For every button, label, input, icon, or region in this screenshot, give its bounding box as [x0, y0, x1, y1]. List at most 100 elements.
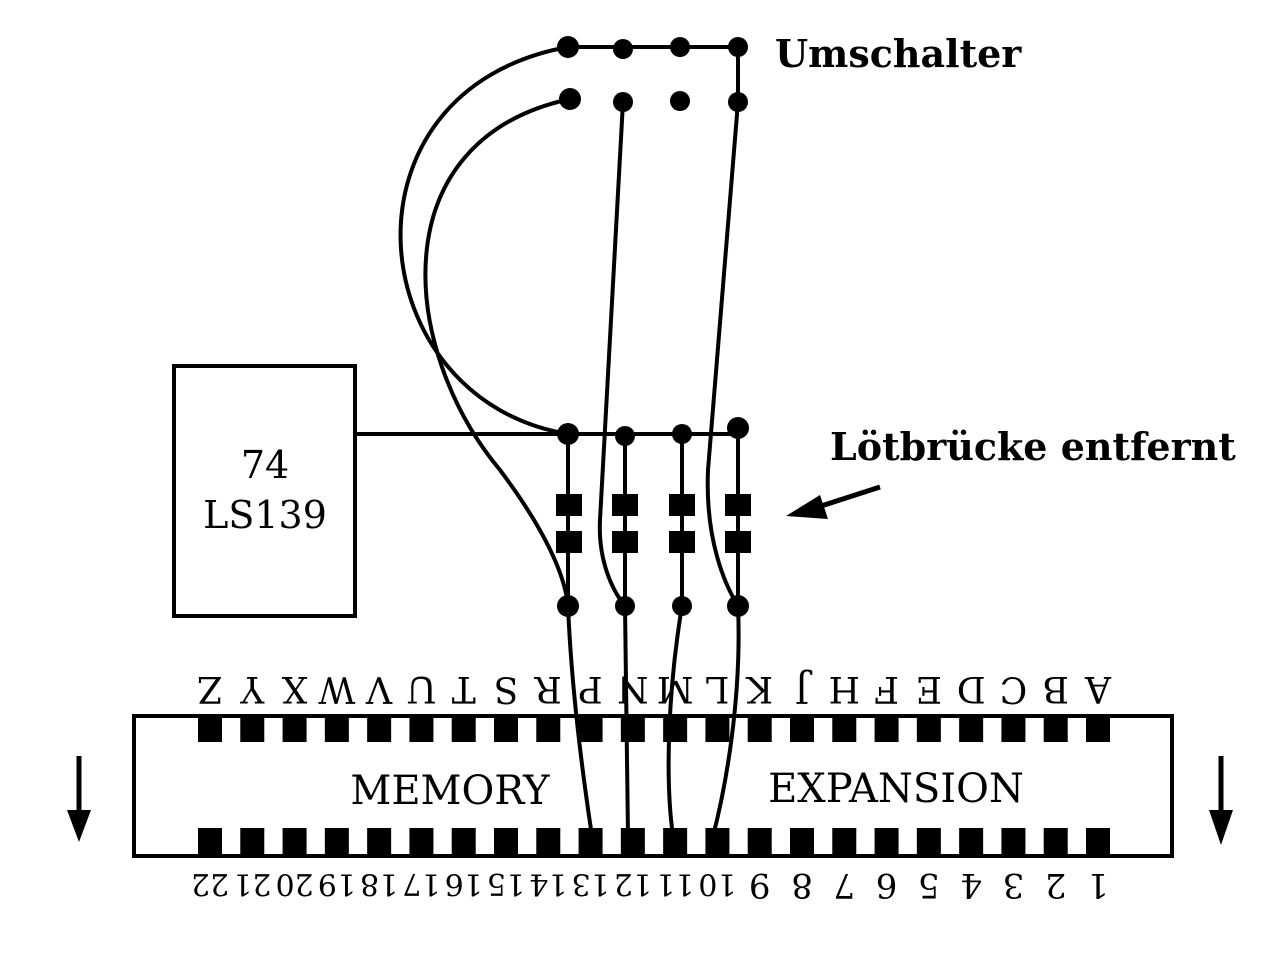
connector-letter: R — [534, 668, 562, 709]
down-arrow-left-icon — [67, 756, 91, 842]
connector-pad — [705, 718, 730, 742]
connector-pin-number: 5 — [918, 865, 940, 905]
connector-letter: T — [452, 668, 476, 709]
connector-letter: H — [829, 668, 860, 709]
connector-letter: K — [745, 668, 773, 709]
connector-pin-number: 18 — [360, 866, 398, 901]
connector-pin-number: 10 — [698, 866, 736, 901]
switch-pin — [728, 37, 748, 57]
connector-pin-number: 19 — [318, 866, 356, 901]
connector-pad — [832, 718, 857, 742]
connector-pin-number: 7 — [833, 865, 855, 905]
connector-pin-number: 4 — [960, 865, 982, 905]
connector-pin-number: 8 — [791, 865, 813, 905]
connector-pad — [240, 718, 265, 742]
connector-pad — [916, 718, 941, 742]
connector-pad — [1043, 718, 1068, 742]
connector-pad — [874, 718, 899, 742]
bus-junction — [672, 424, 692, 444]
switch-pin — [613, 39, 633, 59]
connector-pad — [324, 718, 349, 742]
connector-label-memory: MEMORY — [350, 768, 550, 814]
bridge-pad — [725, 494, 751, 516]
connector-pin-number: 2 — [1045, 865, 1067, 905]
connector-pin-number: 3 — [1003, 865, 1025, 905]
connector-letter: B — [1042, 668, 1068, 709]
bridge-pad — [556, 531, 582, 553]
switch-wire-4 — [705, 101, 740, 608]
junctions — [557, 417, 749, 617]
lower-junction — [557, 595, 579, 617]
connector-pad — [494, 718, 518, 742]
connector-pad — [367, 828, 392, 854]
lower-junction — [727, 595, 749, 617]
connector-letter: E — [916, 668, 942, 709]
connector-pin-number: 16 — [445, 866, 483, 901]
switch-pin — [670, 91, 690, 111]
connector-pad — [620, 828, 645, 854]
connector-letter: M — [657, 668, 694, 709]
bridge-pad — [725, 531, 751, 553]
connector-pad — [663, 828, 688, 854]
connector-pad — [1043, 828, 1068, 854]
connector-letter: A — [1084, 668, 1112, 709]
lower-junction — [615, 596, 635, 616]
connector-pad — [620, 718, 645, 742]
memory-expansion-connector — [132, 714, 1174, 858]
connector-label-expansion: EXPANSION — [768, 766, 1024, 812]
switch-loop-wire-2 — [423, 97, 571, 607]
connector-pad — [198, 828, 222, 854]
connector-pin-number: 6 — [876, 865, 898, 905]
connector-pad — [747, 718, 772, 742]
connector-pin-number: 20 — [275, 866, 313, 901]
bridge-pad — [612, 531, 638, 553]
connector-pad — [536, 718, 561, 742]
connector-letter: S — [494, 668, 519, 709]
connector-pad — [705, 828, 730, 854]
ic-label-line2: LS139 — [203, 493, 327, 537]
connector-pin-number: 21 — [233, 866, 271, 901]
connector-pad — [324, 828, 349, 854]
switch-wire-3 — [597, 101, 627, 608]
connector-pad — [663, 718, 688, 742]
connector-pad — [451, 718, 476, 742]
connector-pin-number: 17 — [402, 866, 440, 901]
bus-junction — [615, 426, 635, 446]
solder-bridge-arrow-icon — [786, 484, 881, 519]
solder-bridge-pads — [556, 494, 751, 553]
connector-pin-number: 12 — [614, 866, 652, 901]
connector-pad — [959, 828, 984, 854]
bus-junction — [557, 423, 579, 445]
connector-pad — [536, 828, 561, 854]
switch-group — [568, 45, 740, 102]
connector-pad — [747, 828, 772, 854]
switch-label: Umschalter — [775, 31, 1022, 76]
bridge-pad — [556, 494, 582, 516]
connector-pad — [874, 828, 899, 854]
connector-pad — [832, 828, 857, 854]
lower-junction — [672, 596, 692, 616]
connector-pad — [494, 828, 518, 854]
connector-pin-number: 9 — [749, 865, 771, 905]
solder-bridge-label: Lötbrücke entfernt — [830, 424, 1236, 469]
connector-pad — [1086, 718, 1110, 742]
edge-wire-4 — [711, 605, 741, 837]
connector-pad — [367, 718, 392, 742]
connector-pin-number: 11 — [656, 866, 694, 901]
connector-pin-number: 22 — [191, 866, 229, 901]
connector-letter: V — [365, 668, 393, 709]
switch-pin — [670, 37, 690, 57]
connector-letter: Y — [239, 668, 265, 709]
connector-pad — [1086, 828, 1110, 854]
connector-pin-number: 1 — [1087, 865, 1109, 905]
connector-letter: F — [874, 668, 899, 709]
connector-letter: W — [318, 668, 355, 709]
connector-pads-top — [198, 718, 1110, 742]
connector-pad — [282, 828, 307, 854]
connector-letter: Z — [197, 668, 222, 709]
connector-letter: X — [281, 668, 307, 709]
switch-loop-wire-1 — [398, 45, 569, 436]
